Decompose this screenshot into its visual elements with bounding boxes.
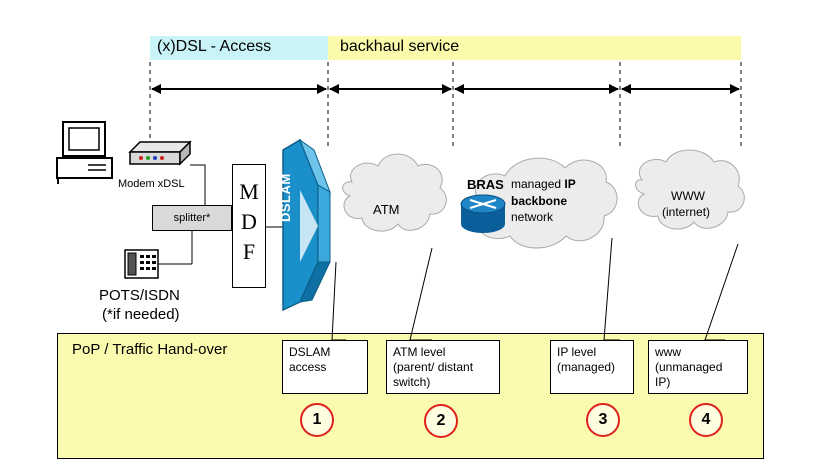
modem-to-splitter-wire: [190, 164, 206, 205]
pointer-3: [603, 237, 620, 341]
pointer-4: [704, 243, 739, 341]
ip-cloud-label-1: managed IP: [511, 177, 576, 191]
number-badge-1: 1: [300, 403, 334, 437]
ip-cloud-label-3: network: [511, 210, 554, 224]
access-band-label: (x)DSL - Access: [157, 38, 272, 55]
access-band: [150, 36, 328, 60]
www-cloud-label-2: (internet): [662, 205, 711, 219]
segment-dividers: [149, 62, 742, 150]
modem-label: Modem xDSL: [118, 178, 185, 190]
ip-cloud-text-ip: IP: [564, 177, 576, 191]
pots-note: (*if needed): [102, 306, 180, 323]
pointer-2: [409, 247, 433, 341]
atm-cloud-label: ATM: [373, 202, 400, 217]
bras-router-icon: [460, 194, 506, 233]
mdf-box: M D F: [232, 164, 266, 288]
phone-icon: [124, 249, 159, 279]
backhaul-band: [328, 36, 741, 60]
number-badge-4: 4: [689, 403, 723, 437]
bras-label: BRAS: [467, 177, 504, 192]
number-badge-3: 3: [586, 403, 620, 437]
callout-www: www (unmanaged IP): [648, 340, 748, 394]
www-cloud: [635, 149, 745, 230]
callout-ip-level: IP level (managed): [550, 340, 634, 394]
pop-label: PoP / Traffic Hand-over: [72, 341, 228, 358]
callout-pointers: [331, 237, 739, 341]
pointer-1: [331, 261, 346, 341]
number-badge-2: 2: [424, 404, 458, 438]
dslam-device: [282, 138, 331, 312]
modem-icon: [128, 140, 192, 166]
dslam-label: DSLAM: [278, 173, 293, 222]
pop-area: [57, 333, 764, 459]
computer-icon: [56, 121, 113, 184]
callout-dslam-access: DSLAM access: [282, 340, 368, 394]
backhaul-band-label: backhaul service: [340, 38, 460, 55]
atm-cloud: [342, 153, 447, 232]
splitter-box: splitter*: [152, 205, 232, 231]
ip-cloud-text-managed: managed: [511, 177, 565, 191]
ip-cloud-label-2: backbone: [511, 194, 568, 208]
pots-label: POTS/ISDN: [99, 287, 180, 304]
www-cloud-label-1: WWW: [671, 189, 705, 203]
callout-atm-level: ATM level (parent/ distant switch): [386, 340, 500, 394]
